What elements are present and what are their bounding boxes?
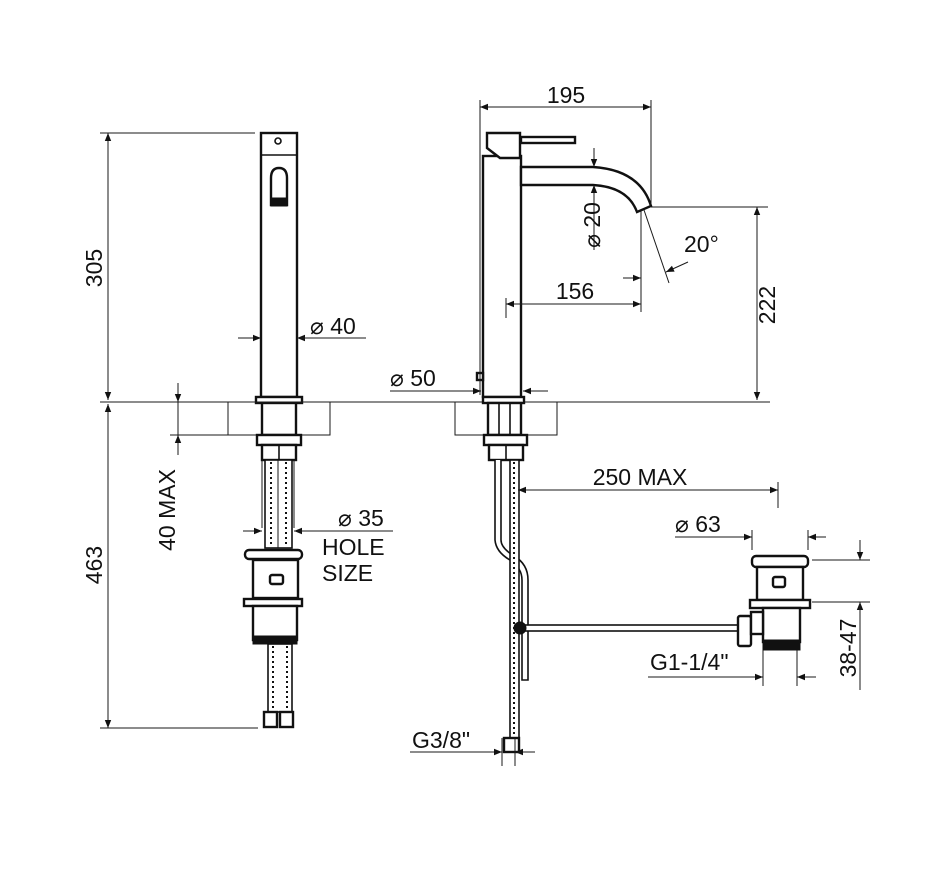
mounting-washer — [255, 433, 303, 447]
supply-hoses-lower — [267, 643, 293, 713]
front-dimensions: 305 463 40 MAX ⌀ 40 ⌀ 35 HOLE SIZE — [81, 132, 770, 729]
dim-diameter-63: ⌀ 63 — [675, 511, 721, 537]
hose-end-nut — [262, 710, 279, 729]
pop-up-rod-vertical — [494, 460, 529, 681]
aerator-outlet — [270, 197, 288, 207]
spout — [519, 165, 653, 214]
dim-305: 305 — [81, 249, 107, 287]
angle-reference-line — [643, 209, 670, 284]
drain-cap — [243, 548, 304, 561]
drain-flange — [748, 598, 812, 610]
drain-body-lower — [761, 606, 802, 644]
dim-195: 195 — [547, 82, 585, 108]
dim-angle-20: 20° — [684, 231, 719, 257]
drain-body-lower — [251, 604, 299, 642]
drain-overflow-slot — [771, 575, 787, 589]
size-label: SIZE — [322, 560, 373, 586]
dim-222: 222 — [754, 286, 780, 324]
dim-diameter-35: ⌀ 35 — [338, 505, 384, 531]
mounting-washer — [482, 433, 529, 447]
hole-label: HOLE — [322, 534, 385, 560]
front-view — [227, 131, 331, 729]
dim-diameter-20: ⌀ 20 — [579, 202, 605, 248]
dim-250-max: 250 MAX — [593, 464, 688, 490]
dim-g1-1-4: G1-1/4" — [650, 649, 728, 675]
rod-joint — [513, 621, 527, 635]
dimension-arrow — [665, 261, 689, 273]
top-dot — [274, 137, 282, 145]
side-dimensions: 195 222 ⌀ 20 20° 156 ⌀ 50 250 MAX ⌀ 63 3… — [390, 82, 870, 766]
drain-side-nut — [736, 614, 753, 648]
drain-thread-band — [762, 639, 801, 651]
dim-diameter-50: ⌀ 50 — [390, 365, 436, 391]
dim-diameter-40: ⌀ 40 — [310, 313, 356, 339]
dim-40-max: 40 MAX — [154, 469, 180, 551]
dim-g3-8: G3/8" — [412, 727, 470, 753]
hose-end-nut — [502, 736, 521, 754]
pop-up-rod-horizontal — [518, 624, 741, 632]
dim-38-47: 38-47 — [835, 619, 861, 678]
mixer-head — [485, 131, 522, 160]
aerator-slot — [269, 166, 289, 207]
faucet-body — [481, 154, 523, 399]
hose-end-nut — [278, 710, 295, 729]
dim-156: 156 — [556, 278, 594, 304]
drain-thread-band — [252, 635, 298, 645]
side-view — [454, 131, 812, 754]
dim-463: 463 — [81, 546, 107, 584]
drain-side-connector — [749, 610, 765, 636]
drain-overflow-slot — [268, 573, 285, 586]
drain-cap — [750, 554, 810, 569]
mounting-shank — [260, 401, 298, 437]
mounting-shank — [486, 401, 523, 437]
lever-handle — [519, 135, 577, 145]
